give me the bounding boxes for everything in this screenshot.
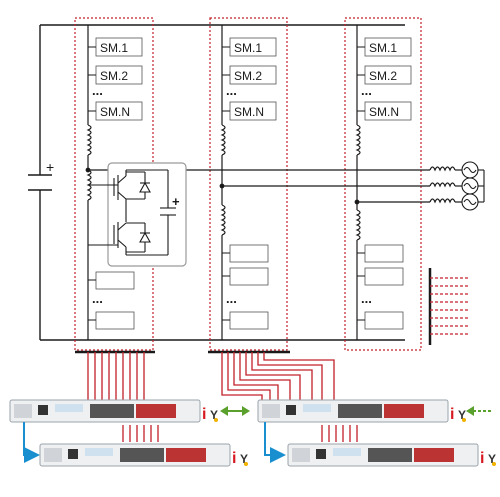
fiber-stubs-right (430, 277, 470, 335)
sm2-label: SM.2 (234, 69, 262, 83)
control-device: i Y (287, 443, 496, 467)
sm2-label: SM.2 (100, 69, 128, 83)
svg-text:Y: Y (240, 452, 248, 466)
control-device: i Y (9, 399, 218, 423)
ellipsis-label: ... (226, 83, 237, 98)
smn-label: SM.N (100, 105, 130, 119)
fiber-links-b (221, 352, 335, 400)
leg-c-upper-submodules (357, 37, 412, 121)
grid-inductors (429, 166, 462, 204)
inductor-c-upper (355, 124, 361, 156)
control-device: i Y (39, 443, 248, 467)
arm-border-c (344, 17, 422, 351)
ellipsis-label: ... (361, 83, 372, 98)
leg-b-upper-submodules (222, 37, 277, 121)
sm1-label: SM.1 (369, 41, 397, 55)
inductor-b-upper (220, 124, 226, 156)
svg-text:Y: Y (210, 408, 218, 422)
lower-submodules (95, 244, 404, 330)
svg-text:Y: Y (458, 408, 466, 422)
arm-border-b (209, 17, 288, 351)
leg-a-upper-submodules (88, 37, 143, 121)
green-link-arrows (220, 406, 492, 416)
ellipsis-label: ... (226, 291, 237, 306)
inductor-b-lower (220, 204, 226, 236)
svg-text:i: i (480, 450, 484, 467)
dc-capacitor (28, 174, 52, 191)
arm-inductors (86, 124, 361, 241)
ellipsis-label: ... (92, 83, 103, 98)
half-bridge-submodule: + (88, 162, 187, 267)
fiber-links-a (87, 352, 145, 400)
ellipsis-label: ... (361, 291, 372, 306)
sm1-label: SM.1 (234, 41, 262, 55)
ellipsis-label: ... (92, 291, 103, 306)
sm1-label: SM.1 (100, 41, 128, 55)
dc-plus-label: + (46, 159, 54, 175)
ac-sources (461, 161, 485, 211)
inductor-a-upper (86, 124, 92, 156)
cap-plus-label: + (172, 194, 180, 209)
svg-text:i: i (232, 450, 236, 467)
fiber-device-links (122, 425, 358, 442)
inductor-c-lower (355, 209, 361, 241)
svg-text:Y: Y (488, 452, 496, 466)
sm2-label: SM.2 (369, 69, 397, 83)
control-device: i Y (257, 399, 466, 423)
smn-label: SM.N (369, 105, 399, 119)
svg-text:i: i (202, 406, 206, 423)
smn-label: SM.N (234, 105, 264, 119)
lower-submodule-ties (88, 252, 365, 321)
svg-text:i: i (450, 406, 454, 423)
blue-link-arrows (23, 422, 286, 463)
